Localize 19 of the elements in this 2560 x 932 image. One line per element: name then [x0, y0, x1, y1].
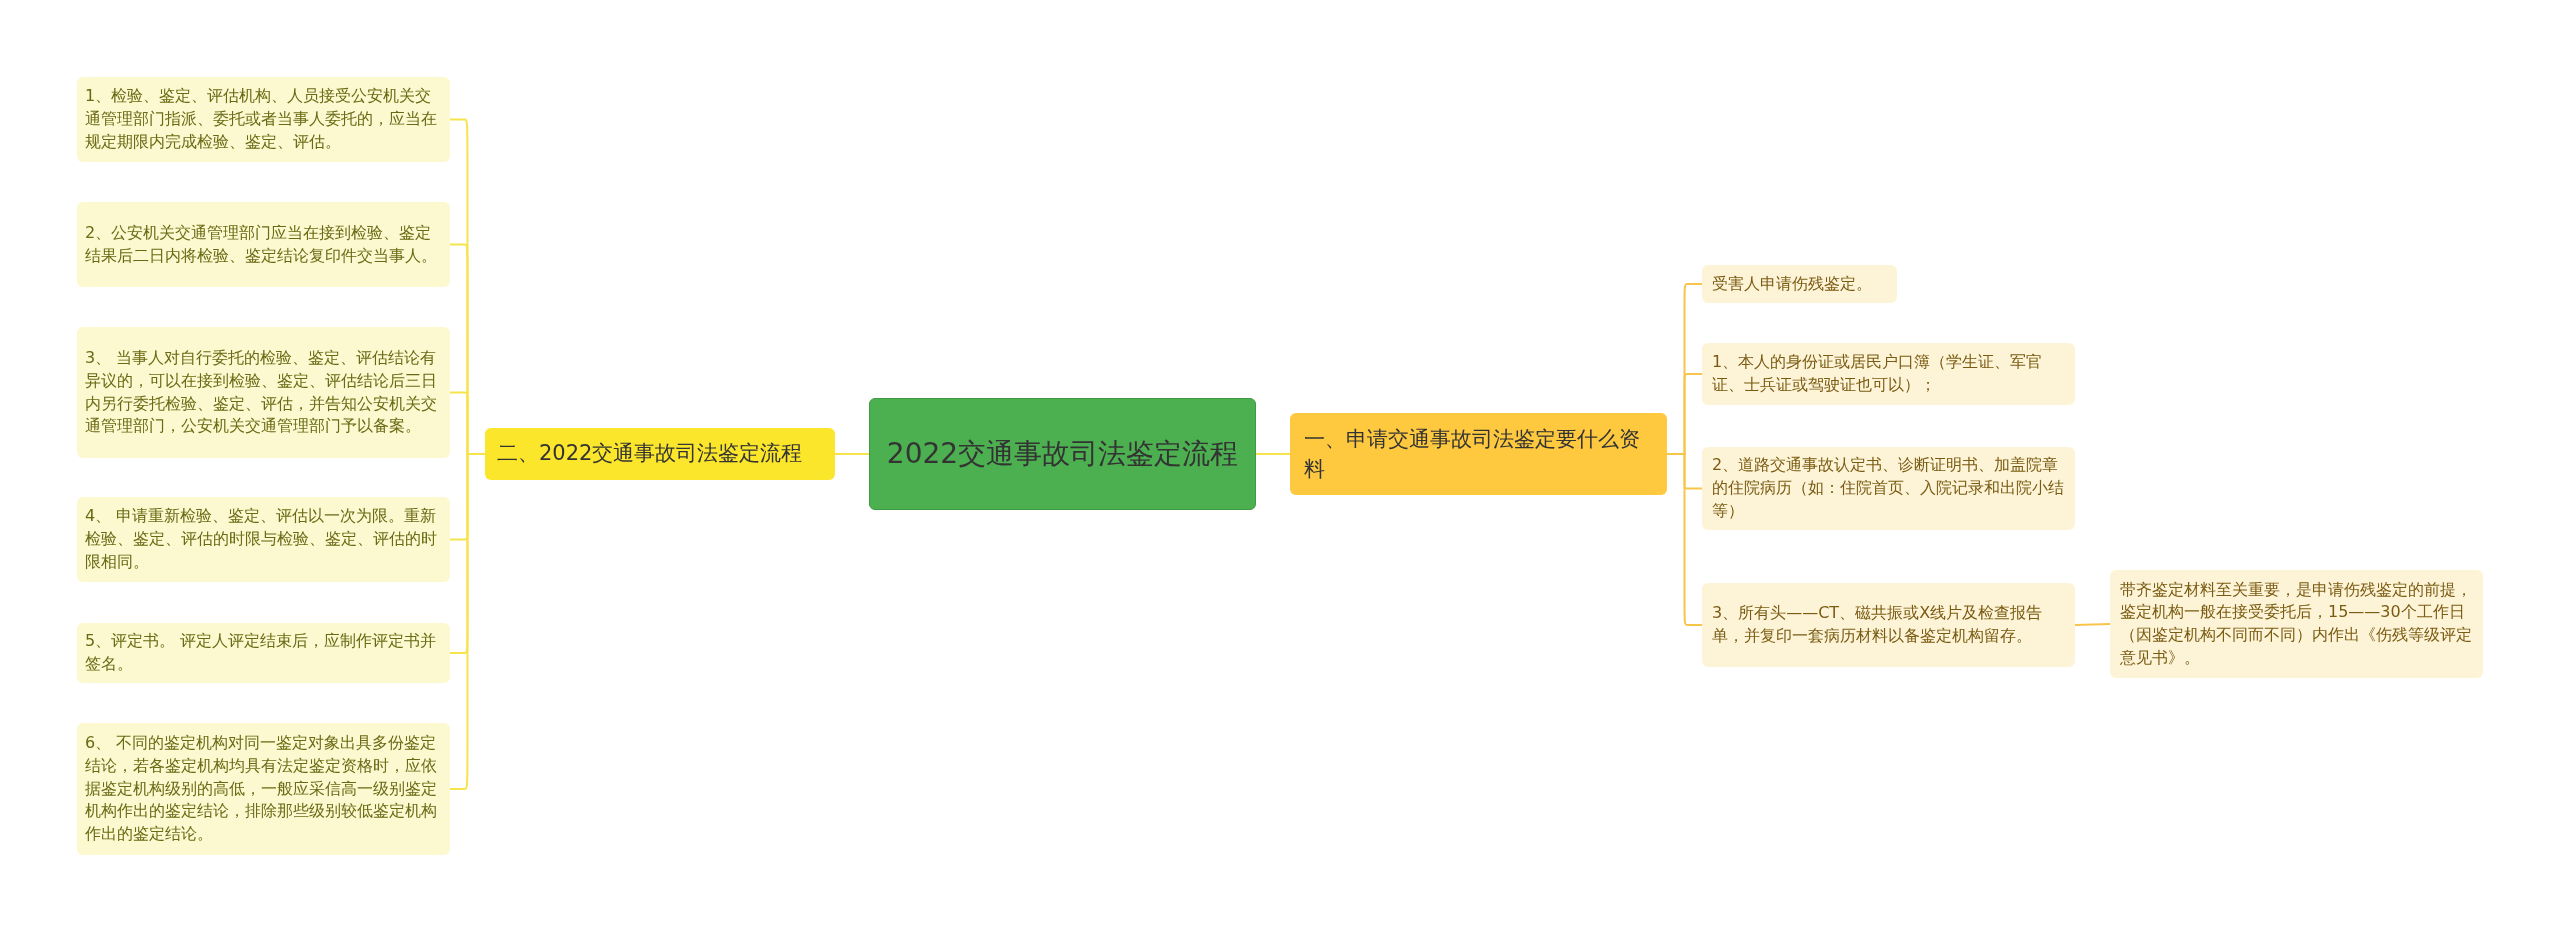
leaf-topic-box: 2、道路交通事故认定书、诊断证明书、加盖院章的住院病历（如：住院首页、入院记录和出院小结等） [1702, 447, 2075, 530]
connector-line [1255, 453, 1291, 455]
leaf-topic-box: 受害人申请伤残鉴定。 [1702, 265, 1897, 303]
connector-line [449, 453, 486, 790]
leaf-topic-box: 带齐鉴定材料至关重要，是申请伤残鉴定的前提，鉴定机构一般在接受委托后，15——30个工作日（因鉴定机构不同而不同）内作出《伤残等级评定意见书》。 [2110, 570, 2483, 678]
leaf-topic-box: 6、 不同的鉴定机构对同一鉴定对象出具多份鉴定结论，若各鉴定机构均具有法定鉴定资格时，应依据鉴定机构级别的高低，一般应采信高一级别鉴定机构作出的鉴定结论，排除那些级别较低鉴定机构作出的鉴定结论。 [77, 723, 450, 855]
root-topic-box: 2022交通事故司法鉴定流程 [869, 398, 1256, 510]
branch-topic-box: 一、申请交通事故司法鉴定要什么资料 [1290, 413, 1667, 495]
leaf-topic-box: 3、 当事人对自行委托的检验、鉴定、评估结论有异议的，可以在接到检验、鉴定、评估结论后三日内另行委托检验、鉴定、评估，并告知公安机关交通管理部门，公安机关交通管理部门予以备案。 [77, 327, 450, 458]
leaf-topic-box: 5、评定书。 评定人评定结束后，应制作评定书并签名。 [77, 623, 450, 683]
connector-line [1666, 453, 1703, 626]
leaf-topic-box: 4、 申请重新检验、鉴定、评估以一次为限。重新检验、鉴定、评估的时限与检验、鉴定、评估的时限相同。 [77, 497, 450, 582]
branch-topic-box: 二、2022交通事故司法鉴定流程 [485, 428, 835, 480]
leaf-topic-box: 1、检验、鉴定、评估机构、人员接受公安机关交通管理部门指派、委托或者当事人委托的，应当在规定期限内完成检验、鉴定、评估。 [77, 77, 450, 162]
connector-line [2074, 623, 2111, 626]
leaf-topic-box: 2、公安机关交通管理部门应当在接到检验、鉴定结果后二日内将检验、鉴定结论复印件交当事人。 [77, 202, 450, 287]
leaf-topic-box: 3、所有头——CT、磁共振或X线片及检查报告单，并复印一套病历材料以备鉴定机构留存。 [1702, 583, 2075, 667]
connector-line [834, 453, 870, 455]
leaf-topic-box: 1、本人的身份证或居民户口簿（学生证、军官证、士兵证或驾驶证也可以）； [1702, 343, 2075, 405]
